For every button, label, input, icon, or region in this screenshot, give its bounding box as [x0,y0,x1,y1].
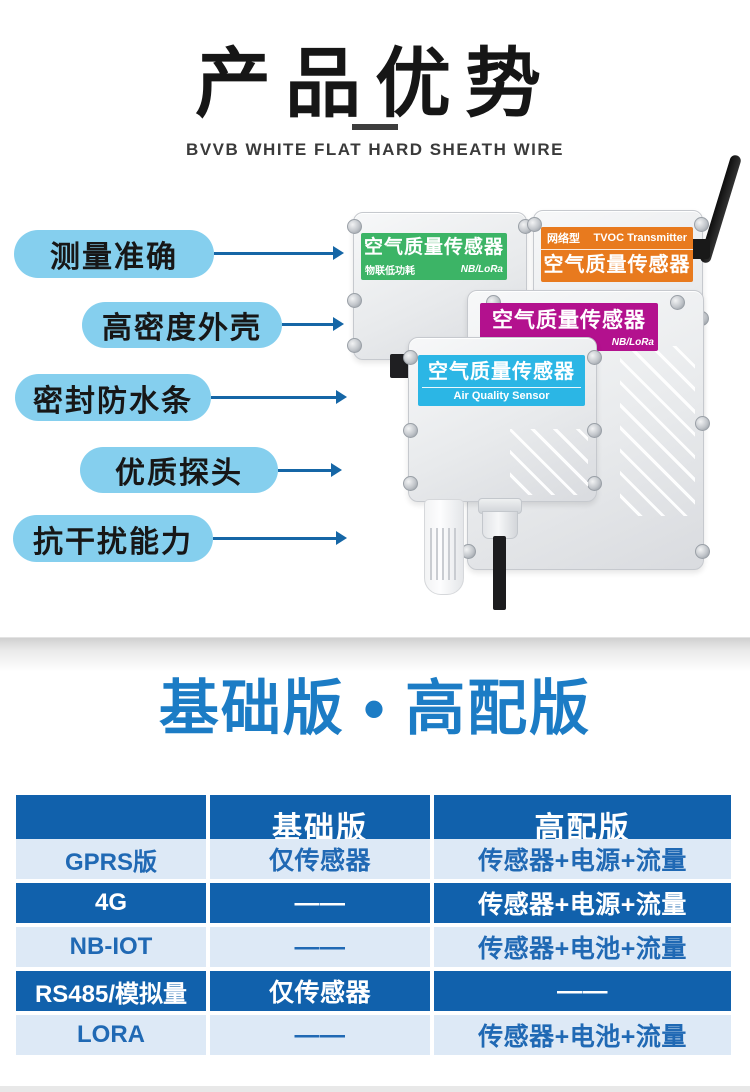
title-divider-dash [352,124,398,130]
sensor-green-label: 空气质量传感器 物联低功耗 NB/LoRa [361,233,507,280]
arrow-right-icon [278,463,342,477]
table-row-basic: —— [210,1015,430,1055]
table-row-name: 4G [16,883,206,923]
probe-slots [430,528,456,580]
comparison-table: 基础版 高配版 GPRS版 仅传感器 传感器+电源+流量 4G —— 传感器+电… [16,795,735,1055]
arrow-right-icon [214,246,344,260]
table-row-basic: 仅传感器 [210,971,430,1011]
screw-icon [694,217,709,232]
sensor-magenta-title: 空气质量传感器 [492,309,646,332]
screw-icon [587,476,602,491]
sensor-green-title: 空气质量传感器 [363,237,504,258]
feature-label: 优质探头 [115,457,243,490]
vent-slots [620,346,695,516]
sensor-cyan-subtitle: Air Quality Sensor [453,390,550,402]
screw-icon [695,544,710,559]
screw-icon [347,293,362,308]
table-row-basic: 仅传感器 [210,839,430,879]
screw-icon [347,338,362,353]
arrow-right-icon [211,390,347,404]
sensor-orange-tag: 网络型 [547,233,580,245]
table-row-name: LORA [16,1015,206,1055]
sensor-probe [424,499,464,595]
sensor-green-sub-right: NB/LoRa [460,263,503,275]
versions-heading: 基础版 • 高配版 [158,675,592,742]
table-row-premium: 传感器+电池+流量 [434,1015,731,1055]
sensor-green: 空气质量传感器 物联低功耗 NB/LoRa [347,212,533,378]
screw-icon [527,217,542,232]
table-row-name: RS485/模拟量 [16,971,206,1011]
sensor-cyan-label: 空气质量传感器 Air Quality Sensor [418,355,585,406]
sensor-cyan: 空气质量传感器 Air Quality Sensor [403,337,602,610]
arrow-right-icon [213,531,347,545]
sensor-orange-tag-right: TVOC Transmitter [593,232,687,244]
sensor-cyan-title: 空气质量传感器 [428,361,575,383]
screw-icon [587,423,602,438]
sensor-orange-label: 网络型 TVOC Transmitter 空气质量传感器 [541,227,693,282]
sensor-green-sub-left: 物联低功耗 [365,265,415,277]
screw-icon [403,476,418,491]
table-row-premium: 传感器+电池+流量 [434,927,731,967]
vent-slots [510,429,588,495]
table-row-name: GPRS版 [16,839,206,879]
sensor-magenta-sub-right: NB/LoRa [611,337,654,349]
sensor-orange-title: 空气质量传感器 [543,254,691,276]
table-row-premium: 传感器+电源+流量 [434,883,731,923]
table-row-premium: 传感器+电源+流量 [434,839,731,879]
cable [493,536,506,610]
screw-icon [670,295,685,310]
screw-icon [403,350,418,365]
table-row-premium: —— [434,971,731,1011]
table-row-basic: —— [210,927,430,967]
feature-label: 高密度外壳 [102,312,262,345]
feature-pill-accurate-measurement: 测量准确 [14,230,214,278]
footer-band [0,1086,750,1092]
feature-pill-high-density-shell: 高密度外壳 [82,302,282,348]
feature-label: 密封防水条 [33,384,193,418]
screw-icon [587,350,602,365]
table-row-name: NB-IOT [16,927,206,967]
table-row-basic: —— [210,883,430,923]
screw-icon [347,219,362,234]
screw-icon [695,416,710,431]
screw-icon [403,423,418,438]
cable-gland [482,511,518,539]
page-title: 产品优势 [195,42,555,127]
product-showcase: 空气质量传感器 物联低功耗 NB/LoRa 网络型 TVOC Transmitt… [13,153,743,610]
page-subtitle: BVVB WHITE FLAT HARD SHEATH WIRE [186,140,564,159]
arrow-right-icon [282,317,344,331]
label-divider [422,387,581,388]
feature-pill-quality-probe: 优质探头 [80,447,278,493]
feature-pill-sealed-waterproof-strip: 密封防水条 [15,374,211,421]
feature-label: 抗干扰能力 [33,525,193,559]
section-divider [0,637,750,672]
feature-label: 测量准确 [50,241,178,274]
feature-pill-anti-interference: 抗干扰能力 [13,515,213,562]
